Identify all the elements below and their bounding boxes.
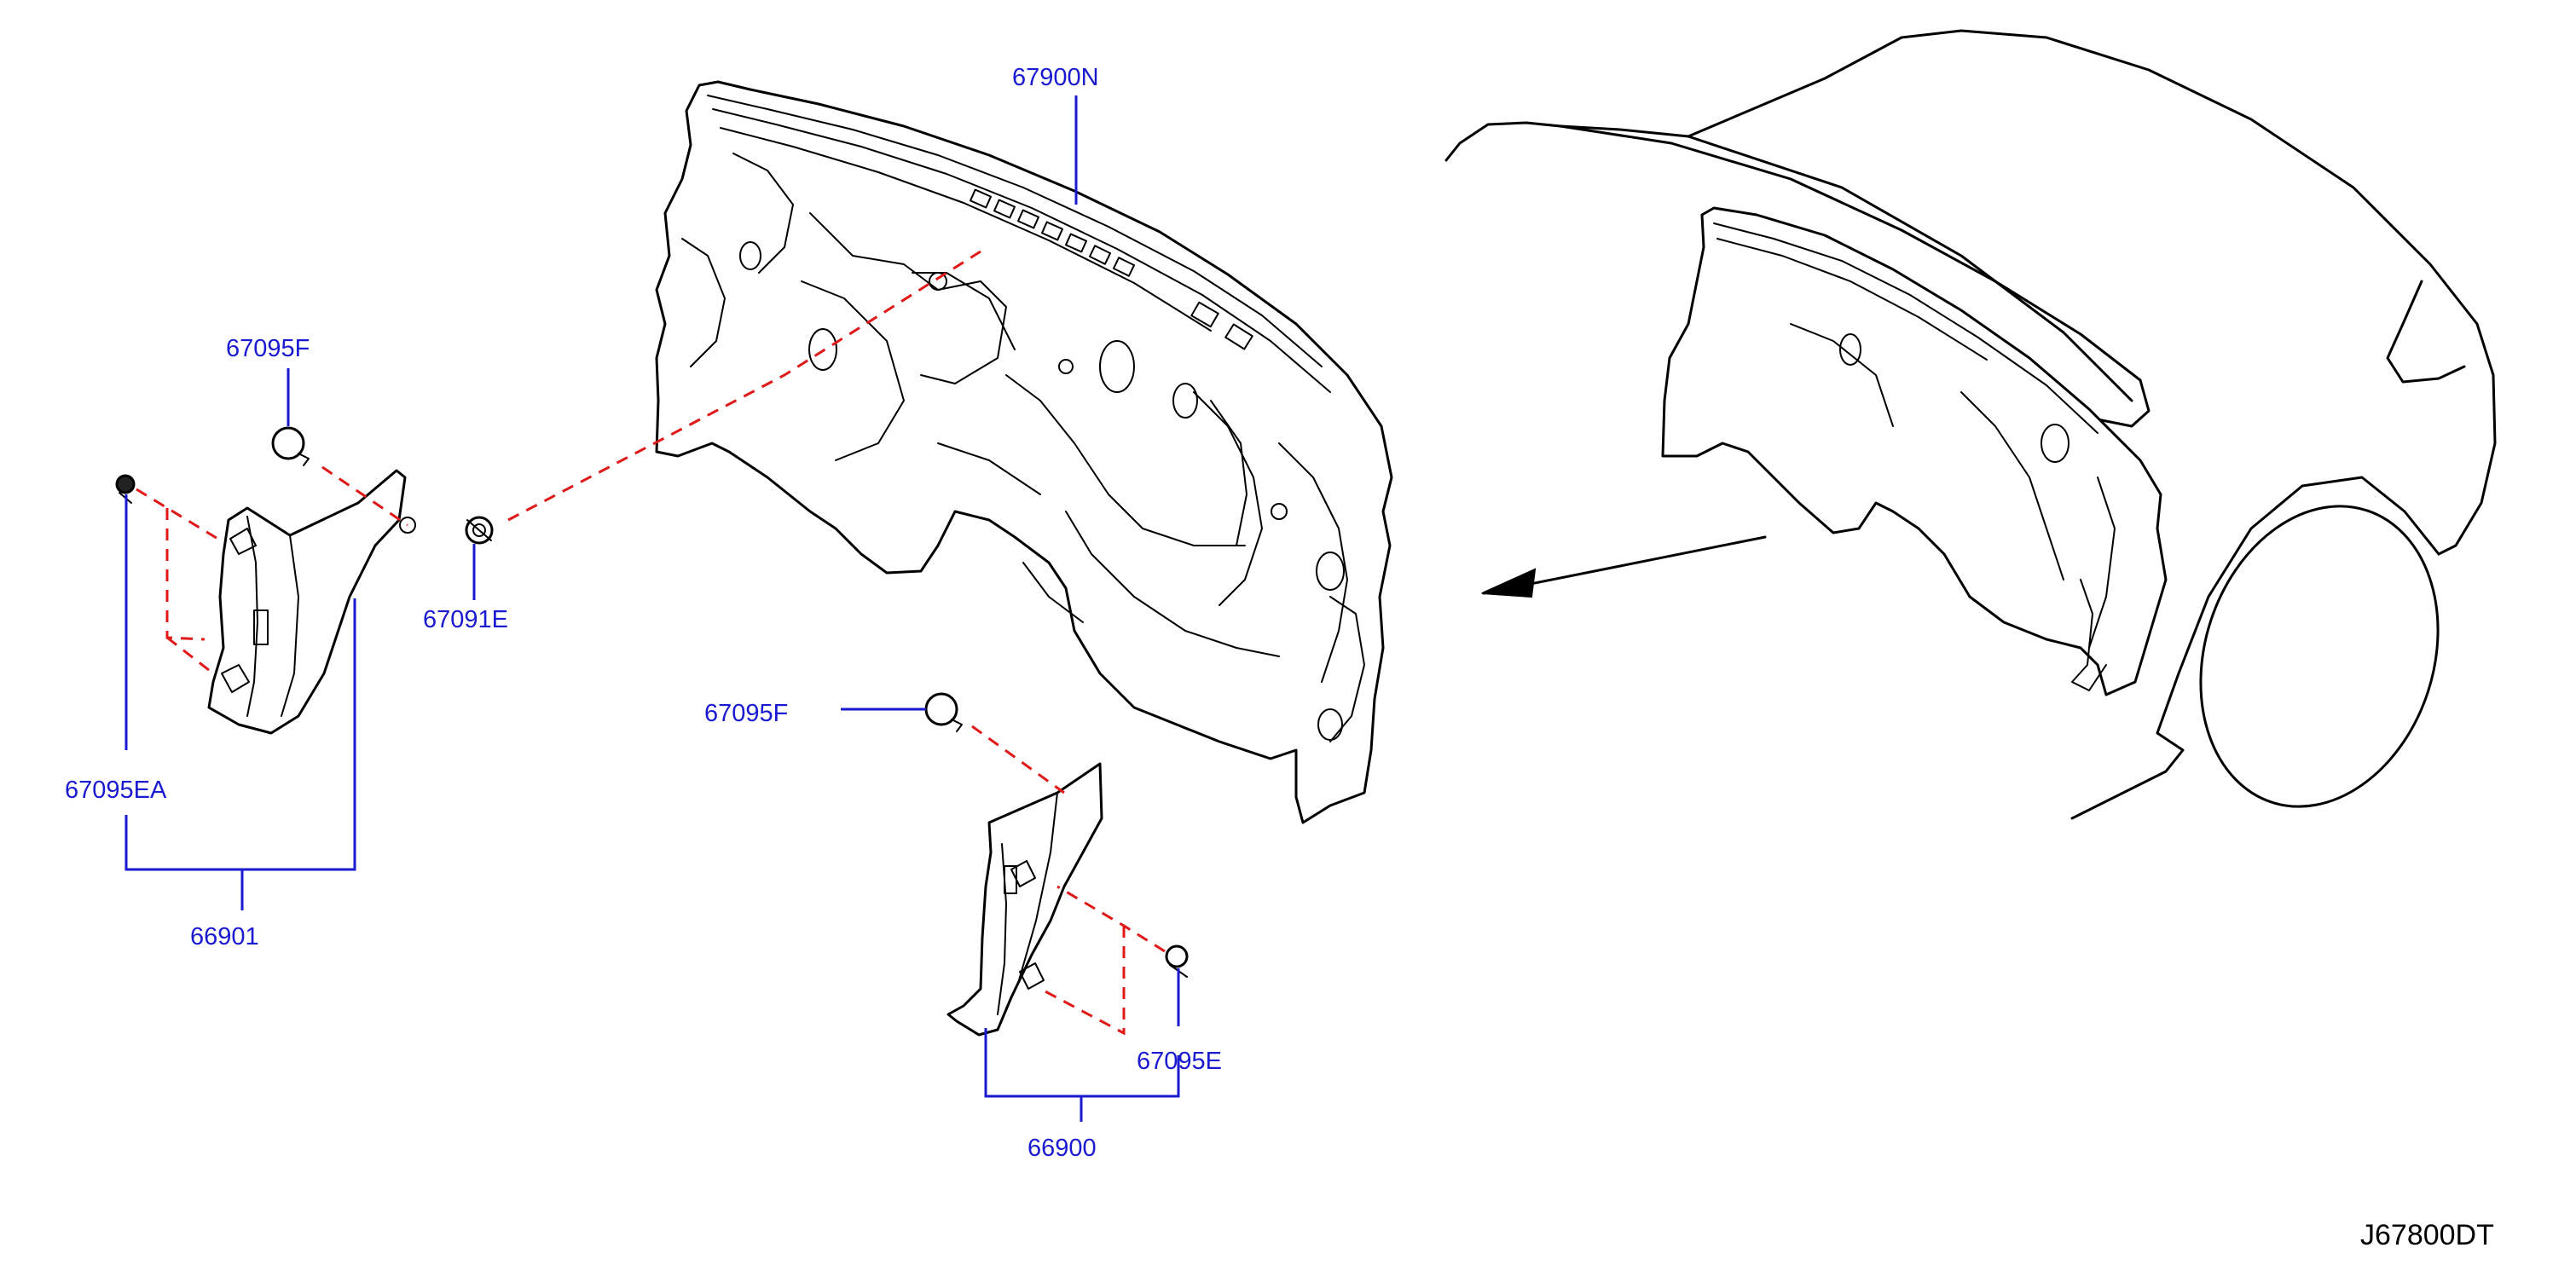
clip-grommet-icon	[465, 516, 494, 545]
leader-lines	[124, 95, 1180, 1122]
label-clip-left-small: 67095EA	[65, 777, 167, 804]
clip-left-small-icon	[115, 474, 136, 504]
label-clip-lower-center: 67095F	[704, 700, 788, 727]
right-insulator-drawing	[946, 762, 1103, 1037]
label-clip-grommet: 67091E	[423, 606, 508, 633]
clip-upper-left-icon	[271, 426, 310, 466]
diagram-reference-code: J67800DT	[2360, 1219, 2494, 1251]
label-dash-panel: 67900N	[1012, 64, 1099, 91]
direction-arrow-icon	[1481, 568, 1537, 598]
label-insulator-left: 66901	[190, 923, 259, 950]
label-insulator-right: 66900	[1028, 1135, 1097, 1162]
clip-right-small-icon	[1165, 944, 1189, 978]
label-clip-right-small: 67095E	[1137, 1048, 1222, 1075]
car-context-drawing	[1444, 29, 2497, 820]
left-insulator-drawing	[207, 469, 416, 735]
clip-lower-center-icon	[924, 692, 963, 732]
assembly-guide-lines	[136, 250, 1166, 1036]
dash-panel-drawing	[655, 80, 1393, 824]
label-clip-upper-left: 67095F	[226, 335, 310, 362]
